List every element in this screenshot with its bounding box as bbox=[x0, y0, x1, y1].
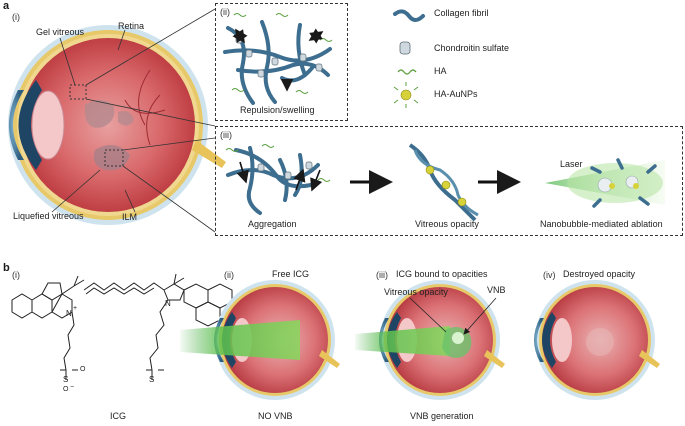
vitreous-opacity-fibril bbox=[408, 143, 479, 222]
repulsion-swelling-label: Repulsion/swelling bbox=[240, 105, 315, 115]
eye-free-icg bbox=[180, 280, 340, 400]
ha-strands-ii bbox=[231, 13, 333, 94]
retina-label: Retina bbox=[118, 21, 145, 31]
gel-vitreous-label: Gel vitreous bbox=[36, 27, 85, 37]
panel-b-ii-label: (ii) bbox=[224, 270, 234, 280]
chem-s2: S bbox=[149, 375, 155, 384]
panel-b-i-label: (i) bbox=[12, 270, 20, 280]
chem-n: N bbox=[165, 299, 171, 308]
eye-cross-section-large bbox=[8, 25, 226, 225]
panel-a-ii-label: (ii) bbox=[220, 7, 230, 17]
chem-o: O bbox=[80, 366, 86, 373]
chem-minus: − bbox=[70, 384, 75, 391]
chem-plus: + bbox=[73, 305, 78, 312]
legend-chondroitin-label: Chondroitin sulfate bbox=[434, 43, 510, 53]
no-vnb-label: NO VNB bbox=[258, 411, 293, 421]
laser-label: Laser bbox=[560, 159, 583, 169]
chem-s1: S bbox=[63, 375, 69, 384]
b-vitreous-opacity-label: Vitreous opacity bbox=[384, 287, 448, 297]
nanobubble-ablation bbox=[545, 158, 665, 208]
leader-lines-a bbox=[51, 8, 216, 233]
vnb-label: VNB bbox=[487, 285, 506, 295]
repulsion-arrows bbox=[232, 28, 324, 92]
legend-ha-label: HA bbox=[434, 66, 447, 76]
aggregation-network bbox=[226, 146, 320, 215]
chondroitin-markers-iii bbox=[257, 161, 313, 180]
legend-icons bbox=[393, 9, 425, 108]
icg-label: ICG bbox=[110, 411, 127, 421]
panel-a-iii-label: (iii) bbox=[220, 130, 232, 140]
free-icg-label: Free ICG bbox=[272, 269, 310, 279]
repulsion-swelling-box bbox=[215, 3, 348, 121]
aggregation-arrows bbox=[236, 161, 323, 192]
ha-aunps-icon bbox=[393, 82, 419, 108]
chondroitin-sulfate-icon bbox=[399, 41, 411, 55]
aggregation-label: Aggregation bbox=[248, 219, 297, 229]
eye-destroyed-opacity bbox=[534, 280, 660, 400]
vnb-generation-label: VNB generation bbox=[410, 411, 474, 421]
ha-icon bbox=[397, 69, 417, 75]
leader-lines-b bbox=[409, 297, 497, 335]
liquefied-vitreous-label: Liquefied vitreous bbox=[13, 211, 84, 221]
icg-structure bbox=[11, 273, 233, 380]
ilm-label: ILM bbox=[122, 212, 138, 222]
panel-a-i-label: (i) bbox=[12, 12, 20, 22]
aggregation-process-box bbox=[215, 126, 683, 236]
legend-collagen-label: Collagen fibril bbox=[434, 8, 489, 18]
destroyed-opacity-label: Destroyed opacity bbox=[563, 269, 636, 279]
chondroitin-markers-ii bbox=[235, 35, 323, 78]
legend-ha-aunps-label: HA-AuNPs bbox=[434, 89, 478, 99]
chem-n-plus: N bbox=[66, 309, 72, 318]
panel-a-label: a bbox=[3, 0, 10, 12]
panel-b-iii-label: (iii) bbox=[376, 270, 388, 280]
chem-o-minus: O bbox=[63, 386, 69, 393]
eye-icg-bound bbox=[355, 280, 505, 400]
collagen-fibril-icon bbox=[393, 9, 425, 22]
ablation-label: Nanobubble-mediated ablation bbox=[540, 219, 663, 229]
vitreous-opacity-label: Vitreous opacity bbox=[415, 219, 479, 229]
icg-bound-label: ICG bound to opacities bbox=[396, 269, 488, 279]
panel-b-label: b bbox=[3, 262, 10, 274]
panel-b-iv-label: (iv) bbox=[543, 270, 556, 280]
